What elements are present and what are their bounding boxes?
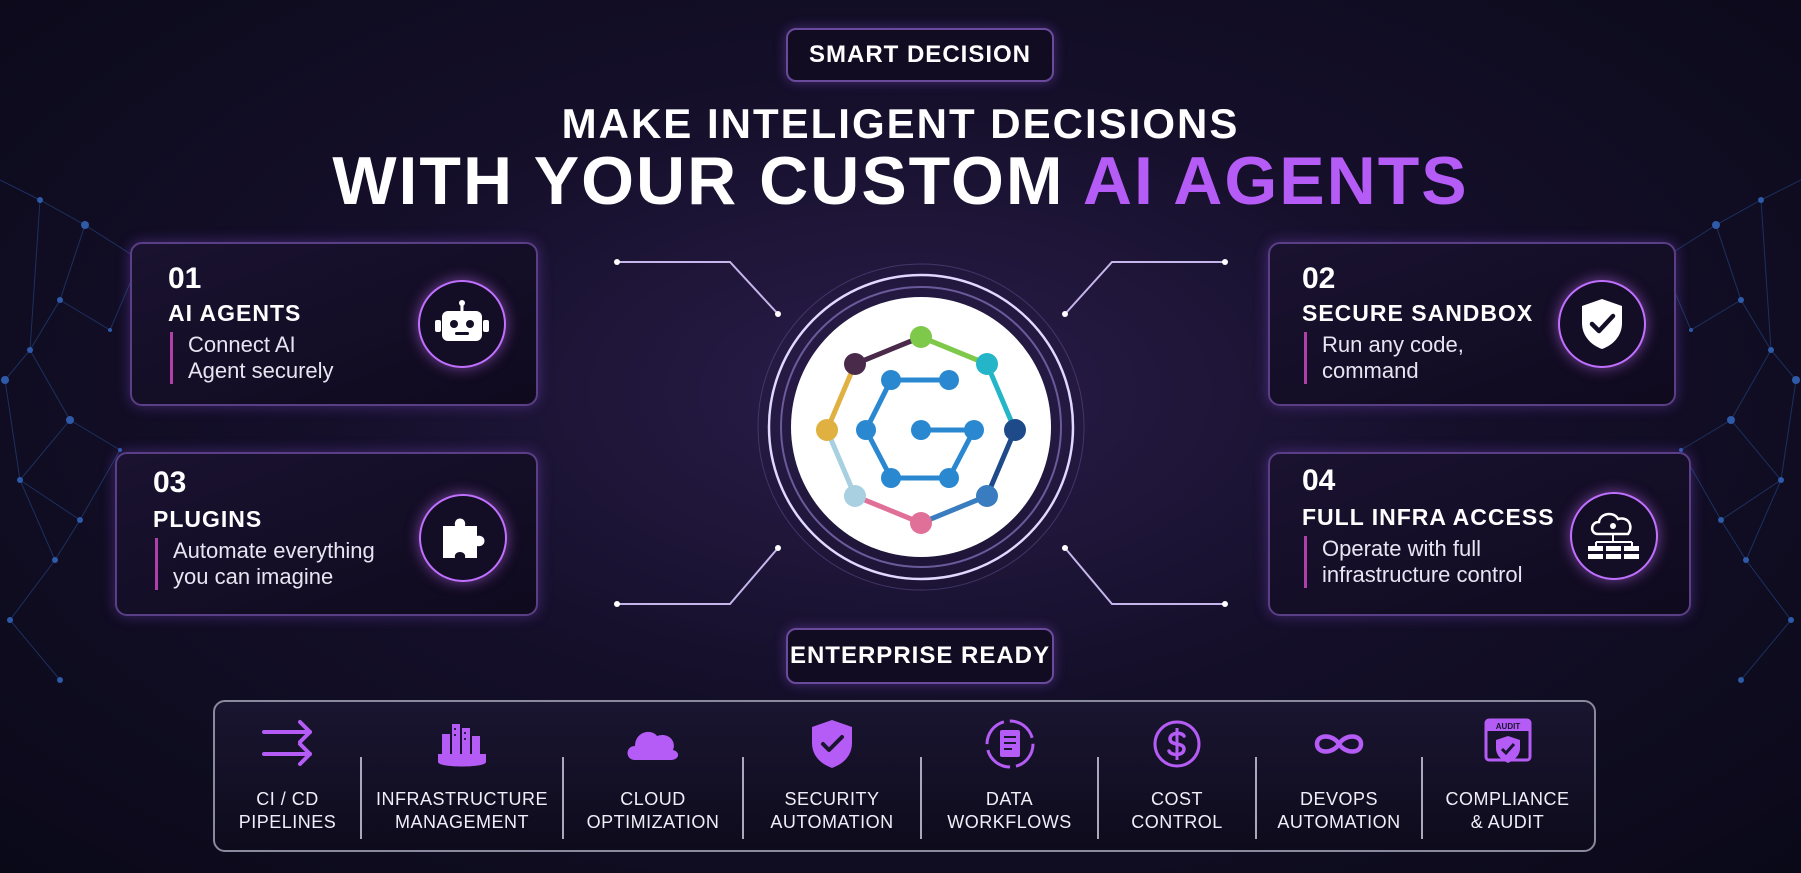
card-number: 04 bbox=[1302, 464, 1336, 497]
card-description-line-2: you can imagine bbox=[173, 564, 334, 589]
feature-divider bbox=[1097, 757, 1099, 839]
feature-security-automation[interactable]: SECURITY AUTOMATION bbox=[744, 702, 920, 850]
feature-card-ai-agents[interactable]: 01 AI AGENTS Connect AI Agent securely bbox=[130, 242, 538, 406]
card-description-line-2: command bbox=[1322, 358, 1419, 383]
feature-label-line-1: CI / CD bbox=[256, 789, 319, 809]
document-cycle-icon bbox=[985, 719, 1034, 769]
feature-label-line-1: DATA bbox=[985, 789, 1034, 809]
feature-label: DATA WORKFLOWS bbox=[922, 788, 1097, 834]
feature-label-line-2: & AUDIT bbox=[1470, 812, 1545, 832]
card-description: Connect AI Agent securely bbox=[170, 332, 334, 384]
feature-ci-cd-pipelines[interactable]: CI / CD PIPELINES bbox=[215, 702, 360, 850]
central-logo bbox=[660, 166, 1182, 688]
card-title: AI AGENTS bbox=[168, 300, 302, 326]
feature-divider bbox=[1255, 757, 1257, 839]
card-number: 02 bbox=[1302, 262, 1336, 295]
shield-icon bbox=[812, 720, 852, 768]
feature-divider bbox=[742, 757, 744, 839]
headline-main-text: WITH YOUR CUSTOM bbox=[332, 143, 1083, 219]
dollar-icon bbox=[1153, 720, 1201, 768]
cloud-network-icon bbox=[1570, 492, 1658, 580]
infinity-icon bbox=[1314, 734, 1364, 754]
card-description-line-2: infrastructure control bbox=[1322, 562, 1523, 587]
feature-label: CLOUD OPTIMIZATION bbox=[564, 788, 742, 834]
smart-decision-badge: SMART DECISION bbox=[786, 28, 1054, 82]
robot-icon bbox=[418, 280, 506, 368]
feature-label-line-1: SECURITY bbox=[784, 789, 880, 809]
puzzle-icon bbox=[419, 494, 507, 582]
card-description-line-1: Run any code, bbox=[1322, 332, 1464, 357]
card-description-line-1: Connect AI bbox=[188, 332, 296, 357]
card-title: SECURE SANDBOX bbox=[1302, 300, 1534, 326]
feature-label: DEVOPS AUTOMATION bbox=[1257, 788, 1421, 834]
feature-label: COMPLIANCE & AUDIT bbox=[1423, 788, 1592, 834]
feature-divider bbox=[562, 757, 564, 839]
card-number: 01 bbox=[168, 262, 202, 295]
feature-data-workflows[interactable]: DATA WORKFLOWS bbox=[922, 702, 1097, 850]
network-decoration-left bbox=[0, 179, 142, 683]
headline-line-1: MAKE INTELIGENT DECISIONS bbox=[561, 100, 1240, 147]
arrows-icon bbox=[261, 720, 312, 766]
feature-label-line-1: CLOUD bbox=[620, 789, 686, 809]
feature-cost-control[interactable]: COST CONTROL bbox=[1099, 702, 1255, 850]
network-decoration-right bbox=[1659, 179, 1801, 683]
feature-label-line-2: WORKFLOWS bbox=[947, 812, 1072, 832]
feature-label-line-1: COST bbox=[1150, 789, 1203, 809]
feature-divider bbox=[920, 757, 922, 839]
audit-icon-text: AUDIT bbox=[1495, 722, 1520, 731]
feature-devops-automation[interactable]: DEVOPS AUTOMATION bbox=[1257, 702, 1421, 850]
feature-label-line-1: INFRASTRUCTURE bbox=[376, 789, 548, 809]
buildings-gear-icon bbox=[438, 724, 486, 767]
card-description: Automate everything you can imagine bbox=[155, 538, 375, 590]
cloud-icon bbox=[627, 731, 679, 760]
feature-label-line-1: COMPLIANCE bbox=[1445, 789, 1570, 809]
headline-line-2: WITH YOUR CUSTOM AI AGENTS bbox=[0, 142, 1801, 220]
card-title: FULL INFRA ACCESS bbox=[1302, 504, 1555, 530]
shield-check-icon bbox=[1558, 280, 1646, 368]
feature-card-secure-sandboxes[interactable]: 02 SECURE SANDBOX Run any code, command bbox=[1268, 242, 1676, 406]
features-bar: CI / CD PIPELINES INFRASTRUCTURE MANAGEM… bbox=[213, 700, 1596, 852]
feature-card-full-infra-access[interactable]: 04 FULL INFRA ACCESS Operate with full i… bbox=[1268, 452, 1691, 616]
feature-divider bbox=[1421, 757, 1423, 839]
card-description: Operate with full infrastructure control bbox=[1304, 536, 1523, 588]
feature-label-line-2: MANAGEMENT bbox=[394, 812, 529, 832]
feature-compliance-audit[interactable]: AUDIT COMPLIANCE & AUDIT bbox=[1423, 702, 1592, 850]
enterprise-ready-badge: ENTERPRISE READY bbox=[786, 628, 1054, 684]
feature-label: INFRASTRUCTURE MANAGEMENT bbox=[362, 788, 562, 834]
feature-label-line-2: PIPELINES bbox=[238, 812, 337, 832]
feature-label-line-2: AUTOMATION bbox=[770, 812, 894, 832]
audit-icon: AUDIT bbox=[1484, 718, 1531, 763]
card-description-line-2: Agent securely bbox=[188, 358, 334, 383]
feature-label: CI / CD PIPELINES bbox=[215, 788, 360, 834]
feature-label-line-2: OPTIMIZATION bbox=[586, 812, 720, 832]
card-title: PLUGINS bbox=[153, 506, 263, 532]
feature-label-line-1: DEVOPS bbox=[1299, 789, 1379, 809]
headline-accent-text: AI AGENTS bbox=[1082, 143, 1469, 219]
feature-cloud-optimization[interactable]: CLOUD OPTIMIZATION bbox=[564, 702, 742, 850]
feature-card-plugins[interactable]: 03 PLUGINS Automate everything you can i… bbox=[115, 452, 538, 616]
feature-label-line-2: AUTOMATION bbox=[1277, 812, 1401, 832]
feature-label: COST CONTROL bbox=[1099, 788, 1255, 834]
feature-divider bbox=[360, 757, 362, 839]
card-description: Run any code, command bbox=[1304, 332, 1464, 384]
feature-infrastructure-management[interactable]: INFRASTRUCTURE MANAGEMENT bbox=[362, 702, 562, 850]
feature-label: SECURITY AUTOMATION bbox=[744, 788, 920, 834]
card-description-line-1: Operate with full bbox=[1322, 536, 1481, 561]
feature-label-line-2: CONTROL bbox=[1131, 812, 1223, 832]
card-number: 03 bbox=[153, 466, 187, 499]
card-description-line-1: Automate everything bbox=[173, 538, 375, 563]
